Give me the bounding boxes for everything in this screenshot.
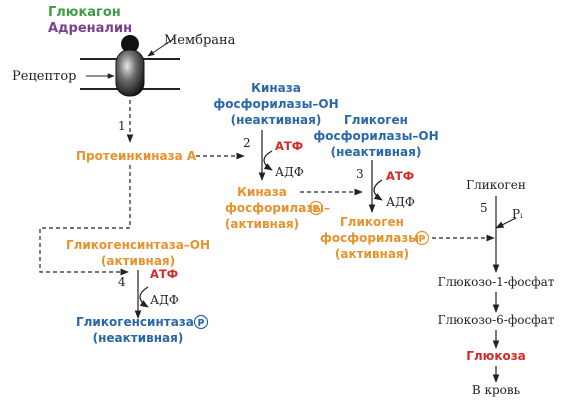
gp-active-line2: фосфорилазы– <box>320 231 425 245</box>
step3-cofactor-arc <box>373 179 383 201</box>
to-blood-label: В кровь <box>472 383 521 397</box>
phosphate-p-gs: Р <box>198 318 205 329</box>
phosphate-circle-gp <box>414 230 430 246</box>
step4-number: 4 <box>118 275 126 289</box>
pk-active-line2: фосфорилазы– <box>225 201 330 215</box>
phosphate-circle-pk <box>308 200 324 216</box>
gs-active-line1: Гликогенсинтаза–OH <box>66 238 210 252</box>
pk-active-line3: (активная) <box>225 217 299 231</box>
pka-to-synthase-dashed-path <box>39 165 131 276</box>
glycogen-phosphorylase-active: Гликоген фосфорилазы– Р (активная) <box>320 215 430 261</box>
glucose-1-phosphate-label: Глюкозо-1-фосфат <box>438 275 555 289</box>
gp-inactive-line1: Гликоген <box>344 113 408 127</box>
gp-inactive-line2: фосфорилазы–OH <box>313 129 438 143</box>
gs-inactive-line1: Гликогенсинтаза – <box>76 315 204 329</box>
gs-active-line2: (активная) <box>101 254 175 268</box>
phosphate-circle-gs <box>193 314 209 330</box>
membrane-label: Мембрана <box>164 33 236 48</box>
phosphorylase-kinase-inactive: Киназа фосфорилазы–OH (неактивная) <box>213 81 338 127</box>
adrenaline-label: Адреналин <box>48 21 132 36</box>
glucagon-label: Глюкагон <box>48 5 121 20</box>
pk-inactive-line1: Киназа <box>251 81 301 95</box>
phosphorylase-kinase-active: Киназа фосфорилазы– Р (активная) <box>225 185 330 231</box>
protein-kinase-a-label: Протеинкиназа А <box>76 149 197 163</box>
phosphate-p-gp: Р <box>419 234 426 245</box>
gs-inactive-line2: (неактивная) <box>93 331 184 345</box>
step3-number: 3 <box>356 167 364 181</box>
adp-step2: АДФ <box>275 165 304 179</box>
gp-active-line3: (активная) <box>335 247 409 261</box>
atp-step4: АТФ <box>150 267 178 281</box>
adp-step3: АДФ <box>386 195 415 209</box>
gp-inactive-line3: (неактивная) <box>331 145 422 159</box>
step4-cofactor-arc <box>139 286 149 308</box>
gp-active-line1: Гликоген <box>340 215 404 229</box>
glycogen-label: Гликоген <box>466 178 526 192</box>
step2-number: 2 <box>243 136 251 150</box>
step1-number: 1 <box>118 119 126 133</box>
receptor-shape <box>115 35 145 97</box>
phosphate-p-pk: Р <box>313 204 320 215</box>
step5-number: 5 <box>480 201 488 215</box>
atp-step3: АТФ <box>386 169 414 183</box>
pk-inactive-line3: (неактивная) <box>231 113 322 127</box>
membrane-pointer-arrow <box>147 37 176 57</box>
glucose-label: Глюкоза <box>466 349 526 363</box>
pk-inactive-line2: фосфорилазы–OH <box>213 97 338 111</box>
pk-active-line1: Киназа <box>237 185 287 199</box>
receptor-label: Рецептор <box>12 69 77 84</box>
step2-cofactor-arc <box>263 150 273 171</box>
adp-step4: АДФ <box>150 293 179 307</box>
atp-step2: АТФ <box>275 139 303 153</box>
glycogen-phosphorylase-inactive: Гликоген фосфорилазы–OH (неактивная) <box>313 113 438 159</box>
pi-cofactor-arc <box>495 217 517 229</box>
glucose-6-phosphate-label: Глюкозо-6-фосфат <box>438 313 555 327</box>
inorganic-phosphate-label: Pᵢ <box>512 207 523 221</box>
